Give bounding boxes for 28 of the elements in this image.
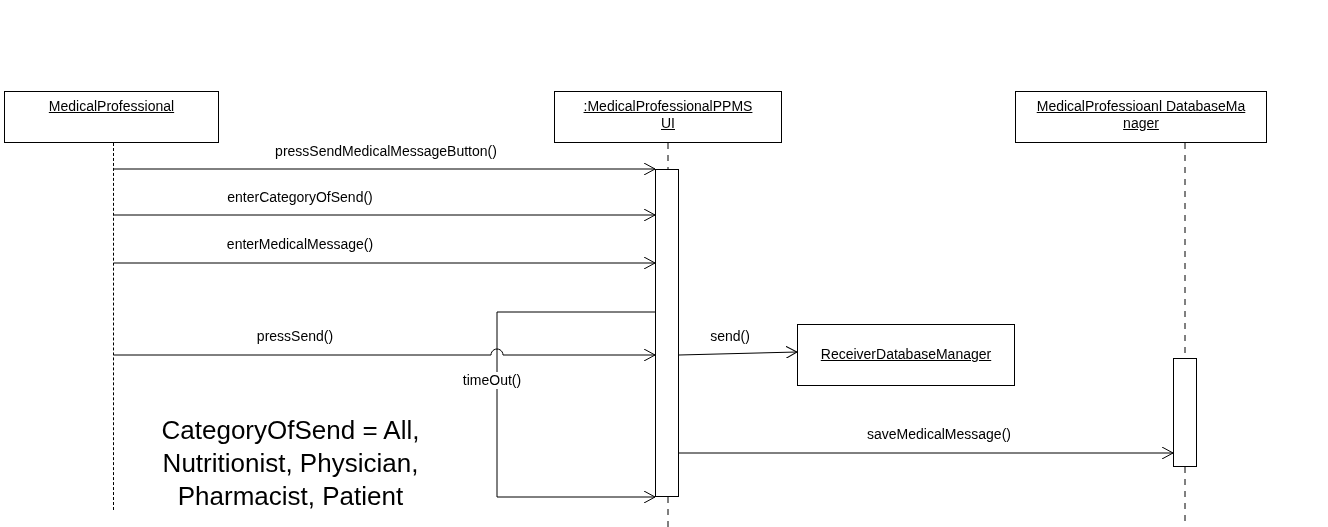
activation-bar: [1173, 358, 1197, 467]
lifeline: [113, 143, 114, 510]
message-label: saveMedicalMessage(): [866, 426, 1012, 443]
message-label: pressSendMedicalMessageButton(): [274, 143, 498, 160]
message-label: timeOut(): [461, 372, 523, 389]
message-arrow: [113, 162, 656, 176]
object-box: [1015, 91, 1267, 143]
object-name: MedicalProfessioanl DatabaseManager: [1035, 98, 1247, 132]
object-box: [797, 324, 1015, 386]
note-text: CategoryOfSend = All, Nutritionist, Physician, Pharmacist, Patient: [160, 414, 421, 513]
message-arrow: [678, 345, 798, 359]
message-label: pressSend(): [255, 328, 335, 345]
message-arrow: [113, 208, 656, 222]
activation-bar: [655, 169, 679, 497]
object-box: [4, 91, 219, 143]
object-name: :MedicalProfessionalPPMSUI: [582, 98, 754, 132]
message-label: enterCategoryOfSend(): [226, 189, 374, 206]
object-name: MedicalProfessional: [47, 98, 176, 115]
message-label: send(): [709, 328, 751, 345]
object-box: [554, 91, 782, 143]
message-arrow: [113, 348, 656, 362]
message-arrow: [678, 446, 1174, 460]
lifeline: [667, 142, 669, 170]
message-arrow: [113, 256, 656, 270]
lifeline: [667, 496, 669, 527]
message-arrow: [496, 311, 656, 504]
message-label: enterMedicalMessage(): [225, 236, 375, 253]
object-name: ReceiverDatabaseManager: [819, 346, 993, 363]
